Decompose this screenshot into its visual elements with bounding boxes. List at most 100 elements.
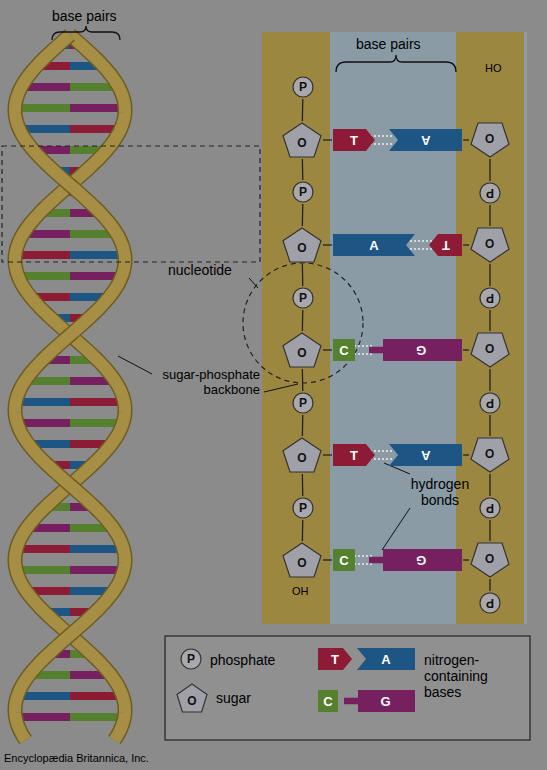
base-bar — [70, 104, 125, 112]
node-text: P — [299, 186, 307, 198]
label: base pairs — [52, 8, 132, 24]
caption: Encyclopædia Britannica, Inc. — [4, 752, 304, 765]
covalent-bond — [489, 159, 490, 181]
label: HO — [485, 62, 515, 75]
node-text: P — [486, 502, 494, 514]
phosphate-circle: P — [292, 287, 314, 309]
base-shape: C — [333, 549, 355, 571]
node-text: T — [350, 134, 358, 147]
label: hydrogen bonds — [400, 476, 480, 508]
base-shape: T — [333, 444, 375, 466]
covalent-bond — [489, 310, 490, 331]
leader-line — [249, 278, 258, 288]
base-shape: G — [369, 549, 462, 571]
sugar-pentagon: O — [282, 332, 322, 368]
phosphate-circle: P — [479, 182, 501, 204]
covalent-bond — [489, 264, 490, 286]
bracket — [336, 55, 456, 72]
covalent-bond — [323, 244, 332, 245]
phosphate-circle: P — [292, 181, 314, 203]
node-text: C — [339, 344, 348, 357]
node-text: P — [486, 292, 494, 304]
base-shape: G — [344, 690, 415, 712]
covalent-bond — [489, 205, 490, 226]
covalent-bond — [302, 159, 304, 180]
sugar-pentagon: O — [470, 332, 510, 368]
sugar-pentagon: O — [470, 542, 510, 578]
phosphate-circle: P — [479, 497, 501, 519]
node-text: P — [486, 597, 494, 609]
node-text: O — [485, 132, 494, 144]
zoom-panel — [262, 32, 527, 624]
sugar-pentagon: O — [470, 122, 510, 158]
node-text: O — [485, 342, 494, 354]
base-bar — [70, 251, 125, 259]
covalent-bond — [323, 454, 332, 455]
base-shape: A — [389, 129, 462, 151]
node-text: O — [485, 552, 494, 564]
covalent-bond — [463, 559, 469, 560]
base-shape: A — [333, 234, 415, 256]
base-shape: C — [333, 339, 355, 361]
node-text: T — [331, 653, 339, 666]
base-shape: A — [357, 648, 415, 670]
node-text: O — [485, 237, 494, 249]
label: nucleotide — [168, 262, 248, 278]
base-shape: G — [369, 339, 462, 361]
covalent-bond — [302, 520, 304, 541]
base-shape: T — [429, 234, 462, 256]
leader-line — [264, 384, 298, 392]
sugar-pentagon: O — [282, 227, 322, 263]
node-shape — [369, 549, 462, 571]
node-text: O — [297, 347, 306, 359]
backbone-band — [262, 32, 330, 624]
covalent-bond — [302, 264, 304, 286]
phosphate-circle: P — [292, 497, 314, 519]
phosphate-circle: P — [180, 648, 202, 670]
node-shape — [369, 339, 462, 361]
covalent-bond — [489, 415, 490, 436]
covalent-bond — [302, 310, 304, 331]
nucleotide-outline — [243, 263, 363, 383]
helix-strand-edge — [15, 35, 125, 740]
base-shape: C — [318, 690, 338, 712]
helix-strand — [15, 35, 125, 740]
label: OH — [292, 585, 322, 598]
base-shape: T — [318, 648, 352, 670]
sugar-pentagon: O — [176, 683, 208, 713]
node-text: A — [421, 134, 430, 147]
phosphate-circle: P — [292, 392, 314, 414]
covalent-bond — [323, 559, 332, 560]
legend-text: nitrogen-containing bases — [424, 652, 516, 700]
covalent-bond — [463, 139, 469, 140]
legend-text: sugar — [216, 690, 306, 706]
node-text: O — [187, 695, 196, 707]
phosphate-circle: P — [292, 76, 314, 98]
sugar-pentagon: O — [282, 437, 322, 473]
backbone-band — [456, 32, 524, 624]
node-text: A — [421, 449, 430, 462]
node-text: G — [416, 554, 426, 567]
covalent-bond — [302, 369, 304, 391]
node-shape — [344, 690, 415, 712]
node-text: G — [380, 695, 390, 708]
base-bar — [15, 104, 70, 112]
covalent-bond — [489, 369, 490, 391]
covalent-bond — [302, 204, 304, 226]
covalent-bond — [489, 520, 490, 541]
phosphate-circle: P — [479, 592, 501, 614]
node-text: P — [299, 397, 307, 409]
phosphate-circle: P — [479, 287, 501, 309]
legend-box — [165, 636, 530, 740]
covalent-bond — [489, 579, 490, 591]
node-text: O — [297, 137, 306, 149]
node-text: P — [299, 81, 307, 93]
bracket — [52, 26, 120, 40]
sugar-pentagon: O — [470, 227, 510, 263]
covalent-bond — [323, 139, 332, 140]
legend-text: phosphate — [210, 652, 310, 668]
node-text: A — [381, 653, 390, 666]
base-shape: T — [333, 129, 375, 151]
covalent-bond — [302, 415, 304, 436]
